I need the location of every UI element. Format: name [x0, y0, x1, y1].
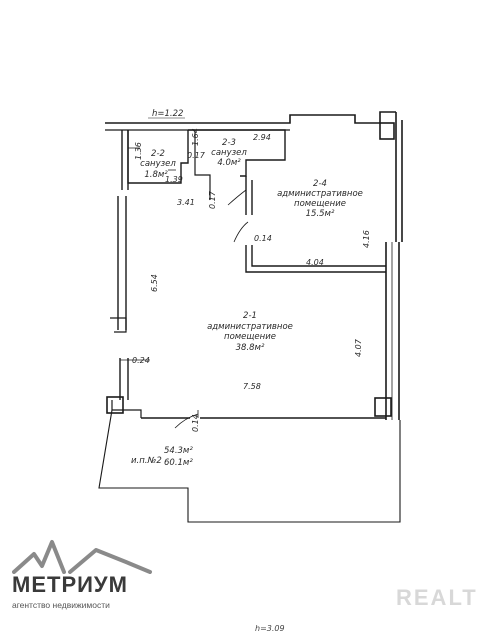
- logo-subtitle: агентство недвижимости: [12, 600, 110, 610]
- dim-0-24: 0.24: [132, 356, 150, 365]
- room-2-4-area: 15.5м²: [306, 209, 335, 219]
- height-bottom: h=3.09: [255, 624, 285, 633]
- room-2-1-type2: помещение: [224, 332, 276, 342]
- room-2-3-type: санузел: [211, 148, 247, 158]
- dim-0-14a: 0.14: [254, 234, 272, 243]
- dim-0-17b: 0.17: [208, 190, 217, 209]
- room-2-2-area: 1.8м²: [144, 170, 168, 180]
- bathroom-walls: [127, 130, 189, 184]
- room-2-4-id: 2-4: [313, 179, 327, 189]
- dim-2-94: 2.94: [253, 133, 271, 142]
- watermark: REALT: [396, 585, 478, 610]
- room-2-3-id: 2-3: [222, 138, 236, 148]
- unit-label: и.п.№2: [131, 456, 162, 466]
- unit-area-total: 54.3м²: [164, 446, 193, 456]
- dim-0-17a: 0.17: [187, 151, 206, 160]
- room-2-4-walls: [245, 176, 253, 215]
- dim-4-07: 4.07: [354, 338, 363, 357]
- dim-1-39: 1.39: [165, 175, 183, 184]
- column-top-right: [379, 122, 395, 140]
- dim-7-58: 7.58: [243, 382, 261, 391]
- room-2-3-area: 4.0м²: [217, 158, 241, 168]
- room-2-2-id: 2-2: [151, 149, 165, 159]
- height-top: h=1.22: [152, 109, 183, 119]
- wall-top: [105, 111, 396, 124]
- logo-name: МЕТРИУМ: [12, 572, 128, 597]
- dim-0-14b: 0.14: [191, 414, 200, 432]
- dim-1-36: 1.36: [134, 142, 143, 160]
- room-2-2-type: санузел: [140, 159, 176, 169]
- metrium-logo: МЕТРИУМ агентство недвижимости: [12, 538, 162, 610]
- dim-3-41: 3.41: [177, 198, 195, 207]
- room-2-4-type1: административное: [277, 189, 363, 199]
- unit-area-full: 60.1м²: [164, 458, 193, 468]
- dim-4-04: 4.04: [306, 258, 324, 267]
- wall-left: [121, 130, 129, 190]
- room-2-1-area: 38.8м²: [236, 343, 265, 353]
- room-2-4-type2: помещение: [294, 199, 346, 209]
- house-roof-icon: [12, 540, 152, 574]
- room-2-1-type1: административное: [207, 322, 293, 332]
- dim-6-54: 6.54: [150, 274, 159, 292]
- dim-1-64: 1.64: [191, 128, 200, 146]
- room-2-1-id: 2-1: [243, 311, 257, 321]
- column-bottom-left: [106, 396, 124, 414]
- wall-right: [395, 112, 403, 242]
- column-bottom-right: [374, 397, 392, 417]
- dim-4-16: 4.16: [362, 230, 371, 248]
- balcony-outline: [98, 409, 401, 523]
